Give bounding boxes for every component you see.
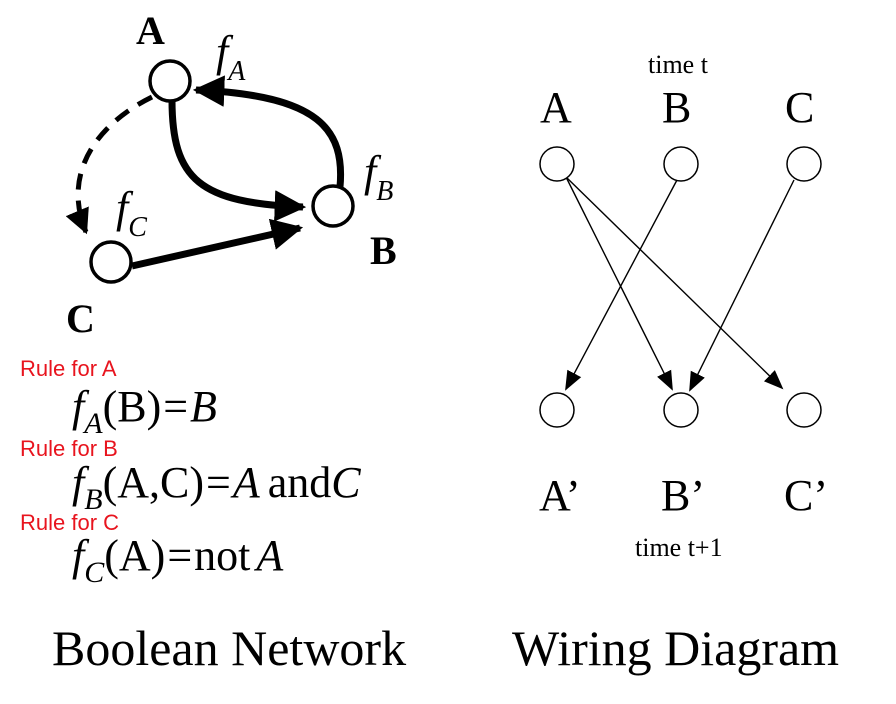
wire-node-top-a bbox=[539, 146, 575, 182]
top-label-a: A bbox=[540, 83, 572, 132]
wire-node-top-c bbox=[786, 146, 822, 182]
function-label-a: fA bbox=[216, 27, 246, 87]
node-b bbox=[311, 184, 355, 228]
rule-label-b: Rule for B bbox=[20, 436, 118, 461]
function-label-c: fC bbox=[116, 183, 147, 243]
rule-label-a: Rule for A bbox=[20, 356, 117, 381]
bottom-label-c: C’ bbox=[784, 471, 828, 520]
boolean-network-title: Boolean Network bbox=[52, 620, 406, 676]
wire-node-top-b bbox=[663, 146, 699, 182]
node-a bbox=[148, 59, 192, 103]
rule-label-c: Rule for C bbox=[20, 510, 119, 535]
wire-c-to-b-prime bbox=[689, 179, 795, 392]
node-b-label: B bbox=[370, 228, 397, 273]
wire-a-to-c-prime bbox=[565, 176, 784, 390]
top-label-b: B bbox=[662, 83, 691, 132]
wiring-diagram: time t A B C A’ B’ C’ time t+1 Wiring Di… bbox=[512, 50, 839, 676]
time-top-label: time t bbox=[648, 50, 709, 79]
bottom-label-a: A’ bbox=[539, 471, 581, 520]
function-label-b: fB bbox=[364, 147, 393, 207]
edge-a-to-b bbox=[168, 99, 307, 222]
top-label-c: C bbox=[785, 83, 814, 132]
wiring-diagram-title: Wiring Diagram bbox=[512, 620, 839, 676]
wire-a-to-b-prime bbox=[565, 176, 673, 391]
rule-equation-a: fA(B)=B bbox=[72, 382, 217, 440]
edge-c-to-b bbox=[131, 218, 304, 270]
node-a-label: A bbox=[136, 8, 165, 53]
edge-b-to-a bbox=[192, 75, 345, 188]
boolean-network: A B C fA fB fC Rule for A fA(B)=B Rule f… bbox=[20, 8, 406, 676]
wire-node-bottom-c bbox=[786, 392, 822, 428]
wire-b-to-a-prime bbox=[565, 179, 678, 391]
node-c bbox=[89, 240, 133, 284]
time-bottom-label: time t+1 bbox=[635, 533, 723, 562]
node-c-label: C bbox=[66, 296, 95, 341]
wire-node-bottom-a bbox=[539, 392, 575, 428]
edge-a-to-c-dashed bbox=[65, 94, 154, 235]
bottom-label-b: B’ bbox=[661, 471, 705, 520]
wire-node-bottom-b bbox=[663, 392, 699, 428]
